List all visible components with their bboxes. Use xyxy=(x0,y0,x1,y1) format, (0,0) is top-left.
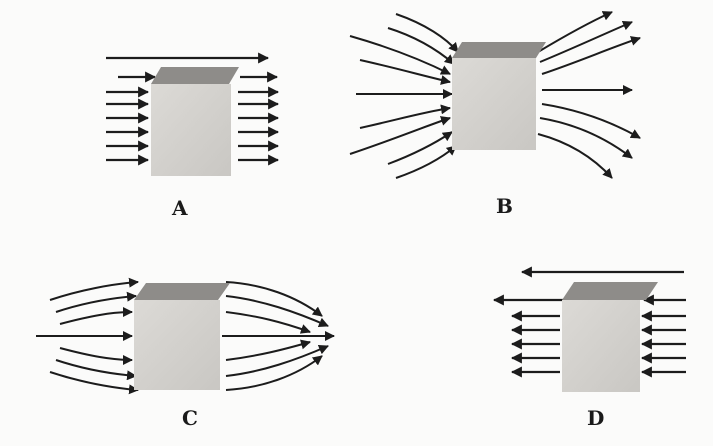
block-top-face xyxy=(134,283,230,300)
block-c xyxy=(134,283,230,390)
field-line xyxy=(537,133,613,179)
field-line xyxy=(49,277,139,301)
field-line xyxy=(387,131,453,165)
field-line xyxy=(55,291,137,313)
field-line xyxy=(59,347,133,365)
field-line xyxy=(359,59,451,85)
field-line xyxy=(541,36,641,75)
panel-label-b: B xyxy=(496,194,513,218)
field-line xyxy=(225,345,329,377)
block-top-face xyxy=(452,42,546,58)
field-line xyxy=(225,311,311,334)
panel-a-uniform-field xyxy=(106,52,280,166)
block-top-face xyxy=(151,67,239,84)
field-line xyxy=(359,104,451,129)
block-top-face xyxy=(562,282,658,300)
field-line xyxy=(55,359,137,381)
panel-d-reversed-field xyxy=(492,266,686,378)
field-line xyxy=(395,13,459,53)
panel-label-c: C xyxy=(182,406,198,430)
block-d xyxy=(562,282,658,392)
field-line xyxy=(395,145,457,179)
field-line xyxy=(225,281,323,317)
field-line xyxy=(541,103,641,139)
field-line xyxy=(225,295,329,327)
panel-label-d: D xyxy=(587,406,605,430)
panel-b-diverging-field xyxy=(349,11,641,179)
field-line xyxy=(539,20,633,63)
field-line xyxy=(539,117,633,159)
field-line xyxy=(225,339,311,361)
field-line xyxy=(49,371,139,395)
field-line xyxy=(349,116,451,155)
block-front-face xyxy=(151,84,231,176)
block-front-face xyxy=(562,300,640,392)
panel-c-converging-field xyxy=(36,277,335,395)
field-line xyxy=(59,307,133,325)
panel-label-a: A xyxy=(172,196,188,220)
block-front-face xyxy=(452,58,536,150)
block-b xyxy=(452,42,546,150)
block-a xyxy=(151,67,239,176)
field-line xyxy=(537,11,613,53)
field-line xyxy=(387,27,455,65)
field-line xyxy=(349,35,451,75)
field-line xyxy=(225,355,323,391)
block-front-face xyxy=(134,300,220,390)
